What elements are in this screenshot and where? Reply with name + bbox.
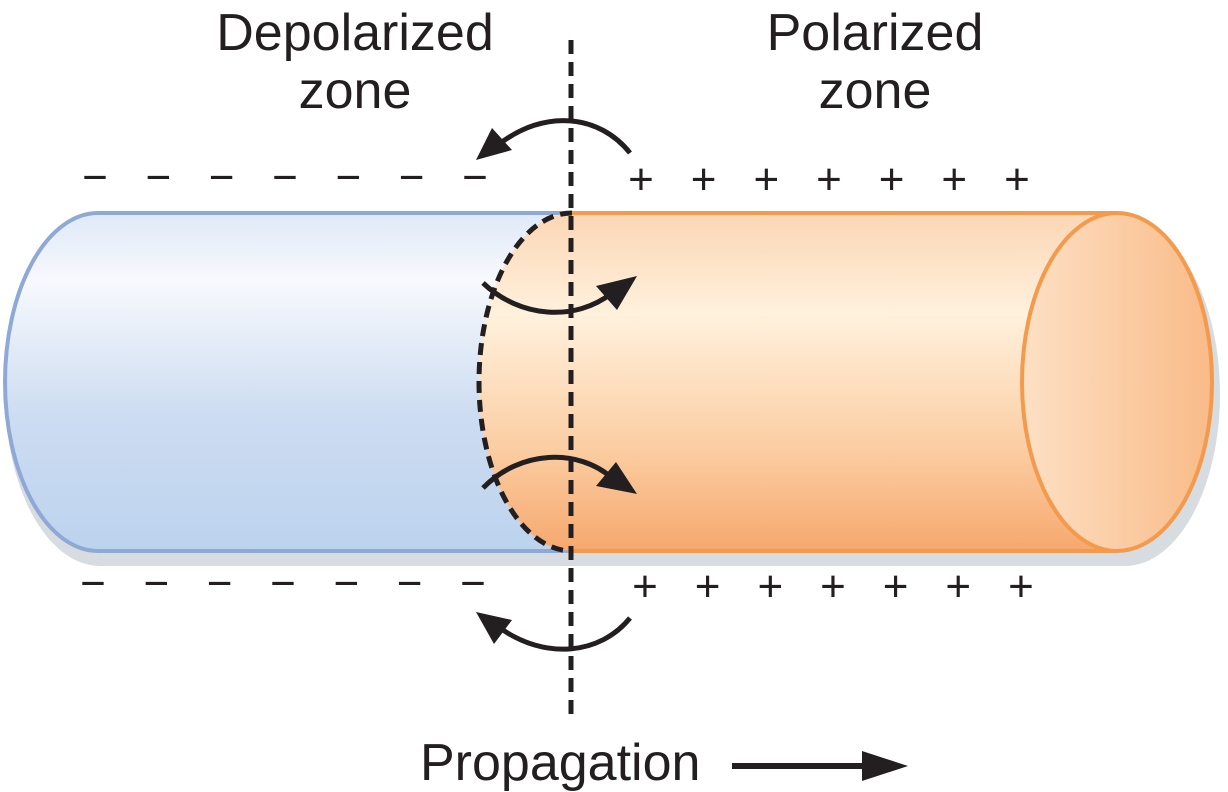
positive-charge: + xyxy=(945,562,972,611)
positive-charge: + xyxy=(757,562,784,611)
negative-charge: − xyxy=(143,559,170,608)
bottom-outer-arrowhead xyxy=(476,612,512,644)
polarized-zone-title: Polarized zone xyxy=(715,4,1035,120)
depolarized-outline xyxy=(3,211,572,553)
bottom-negative-charges: − − − − − − − xyxy=(76,562,490,606)
negative-charge: − xyxy=(272,153,298,202)
positive-charge: + xyxy=(941,155,968,204)
lower-inner-arrowhead xyxy=(596,462,637,494)
positive-charge: + xyxy=(628,155,654,204)
negative-charge: − xyxy=(145,153,172,202)
negative-charge: − xyxy=(82,153,108,202)
negative-charge: − xyxy=(398,153,425,202)
negative-charge: − xyxy=(462,153,488,202)
negative-charge: − xyxy=(335,153,362,202)
upper-inner-arrowhead xyxy=(596,276,637,310)
negative-charge: − xyxy=(206,559,233,608)
top-outer-current-arrow xyxy=(496,118,632,155)
propagation-arrowhead xyxy=(862,751,908,781)
depolarization-wavefront xyxy=(476,210,573,554)
positive-charge: + xyxy=(1004,155,1030,204)
depolarized-title-line2: zone xyxy=(298,62,412,120)
polarized-outline xyxy=(572,211,1117,553)
negative-charge: − xyxy=(460,559,486,608)
negative-charge: − xyxy=(333,559,360,608)
polarized-title-line1: Polarized xyxy=(766,4,984,62)
depolarized-title-line1: Depolarized xyxy=(216,4,494,62)
positive-charge: + xyxy=(753,155,780,204)
positive-charge: + xyxy=(878,155,905,204)
top-outer-arrowhead xyxy=(476,128,512,160)
negative-charge: − xyxy=(80,559,106,608)
negative-charge: − xyxy=(396,559,423,608)
cylinder-end-cap xyxy=(1020,211,1214,553)
lower-inner-current-arrow xyxy=(481,454,614,490)
negative-charge: − xyxy=(270,559,296,608)
positive-charge: + xyxy=(632,562,658,611)
depolarized-segment xyxy=(5,213,572,551)
positive-charge: + xyxy=(820,562,846,611)
positive-charge: + xyxy=(1008,562,1034,611)
negative-charge: − xyxy=(208,153,235,202)
positive-charge: + xyxy=(690,155,717,204)
propagation-label: Propagation xyxy=(420,734,701,792)
depolarized-zone-title: Depolarized zone xyxy=(190,4,520,120)
positive-charge: + xyxy=(882,562,909,611)
bottom-outer-current-arrow xyxy=(498,616,632,652)
upper-inner-current-arrow xyxy=(481,281,614,315)
polarized-segment xyxy=(479,213,1117,551)
top-negative-charges: − − − − − − − xyxy=(78,156,492,200)
positive-charge: + xyxy=(694,562,721,611)
positive-charge: + xyxy=(816,155,842,204)
polarized-title-line2: zone xyxy=(818,62,932,120)
top-positive-charges: + + + + + + + xyxy=(624,158,1034,202)
bottom-positive-charges: + + + + + + + xyxy=(628,565,1038,609)
